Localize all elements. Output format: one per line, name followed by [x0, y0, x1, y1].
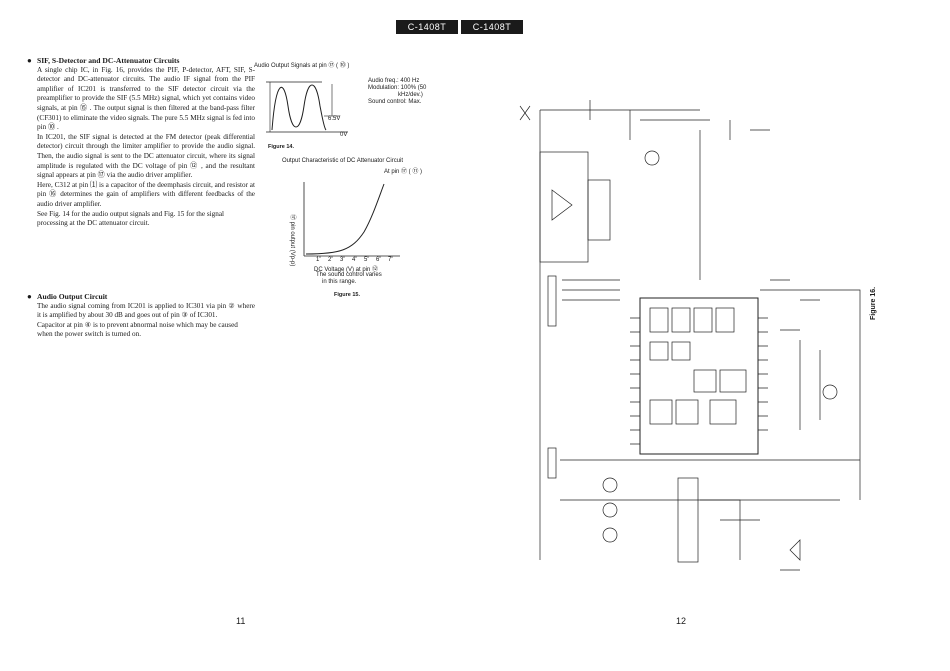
fig15-tick: 2: [328, 257, 332, 263]
page-number-left: 11: [236, 616, 246, 626]
fig15-x-ticks: [319, 256, 393, 258]
fig15-tick: 3: [340, 257, 344, 263]
fig15-tick: 4: [352, 257, 356, 263]
paragraph-sif-1: A single chip IC, in Fig. 16, provides t…: [37, 65, 255, 132]
left-column: ● SIF, S-Detector and DC-Attenuator Circ…: [27, 56, 255, 229]
fig14-v1: 6.5V: [328, 116, 341, 122]
fig15-title: Output Characteristic of DC Attenuator C…: [282, 158, 404, 164]
schematic-diagram: [519, 100, 861, 571]
fig15-tick: 7: [388, 257, 392, 263]
fig15-note-2: in this range.: [322, 279, 357, 285]
fig14-v0: 0V: [340, 132, 348, 138]
fig14-spec-1: Audio freq.: 400 Hz: [368, 78, 420, 84]
fig15-caption: Figure 15.: [334, 292, 360, 298]
fig15-tick: 5: [364, 257, 368, 263]
fig15-chart: [303, 182, 400, 258]
fig15-ylabel: ⑰ pin output (Vp-p): [289, 214, 295, 267]
left-column-audio: ● Audio Output Circuit The audio signal …: [27, 292, 255, 340]
fig15-tick: 6: [376, 257, 380, 263]
fig14-caption: Figure 14.: [268, 144, 294, 150]
fig14-title: Audio Output Signals at pin ⑰ ( ⑩ ): [254, 63, 350, 69]
header-tab-right: C-1408T: [461, 20, 523, 34]
paragraph-sif-3: Here, C312 at pin ⑴ is a capacitor of th…: [37, 180, 255, 208]
header-tab-left: C-1408T: [396, 20, 458, 34]
paragraph-sif-4: See Fig. 14 for the audio output signals…: [37, 209, 225, 228]
fig16-caption: Figure 16.: [870, 286, 877, 320]
fig15-tick: 1: [316, 257, 320, 263]
paragraph-audio-2: Capacitor at pin ④ is to prevent abnorma…: [37, 320, 238, 339]
section-title-sif: SIF, S-Detector and DC-Attenuator Circui…: [37, 56, 180, 65]
bullet-icon: ●: [27, 56, 32, 65]
fig14-waveform: [266, 81, 348, 133]
bullet-icon: ●: [27, 292, 32, 301]
fig15-title2: At pin ⑰ ( ⑪ ): [384, 169, 423, 175]
fig14-spec-3: Sound control: Max.: [368, 99, 422, 105]
fig15-xlabel: DC Voltage (V) at pin ⑫: [314, 267, 379, 273]
fig15-note-1: The sound control varies: [316, 272, 382, 278]
paragraph-sif-2: In IC201, the SIF signal is detected at …: [37, 132, 255, 180]
paragraph-audio-1: The audio signal coming from IC201 is ap…: [37, 301, 255, 320]
fig14-spec-2: Modulation: 100% (50: [368, 85, 427, 91]
page-number-right: 12: [676, 616, 687, 626]
section-title-audio: Audio Output Circuit: [37, 292, 108, 301]
fig14-spec-2b: kHz/dev.): [398, 92, 423, 98]
